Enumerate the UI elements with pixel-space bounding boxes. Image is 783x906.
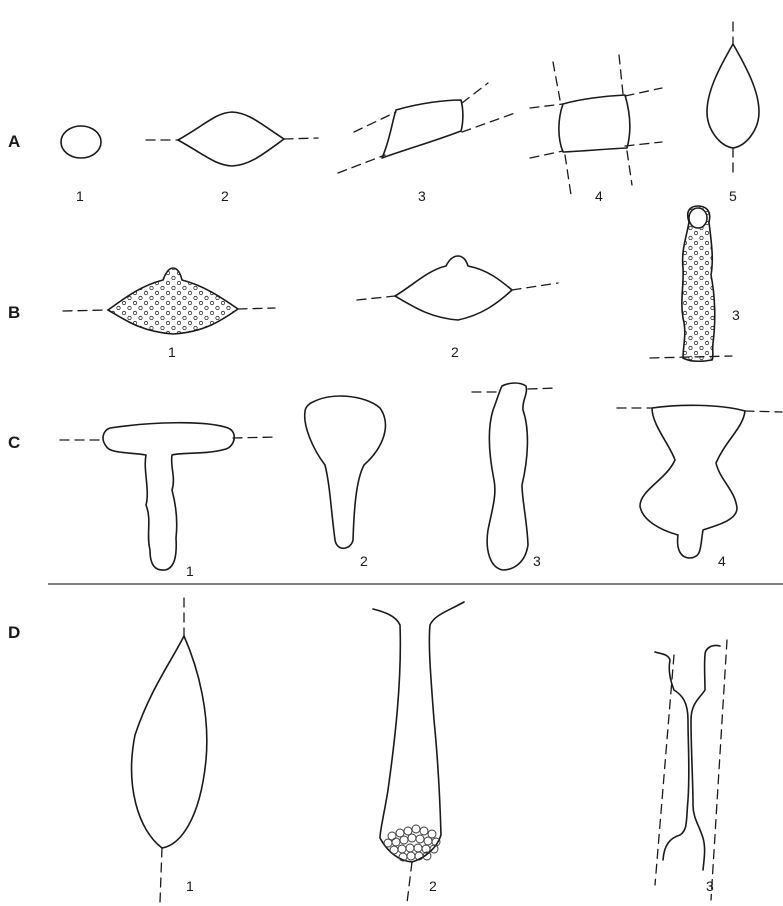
label-c3: 3 — [533, 553, 541, 569]
label-c4: 4 — [718, 553, 726, 569]
row-d-shapes — [132, 598, 727, 903]
row-a-shapes — [61, 22, 759, 195]
granules — [384, 825, 440, 861]
label-a5: 5 — [729, 188, 737, 204]
shape-a5 — [707, 22, 759, 175]
label-d3: 3 — [706, 878, 714, 894]
shape-a4 — [530, 55, 662, 195]
shape-c3 — [472, 383, 557, 570]
row-b-shapes — [63, 206, 732, 361]
row-label-a: A — [8, 132, 20, 151]
shape-b3 — [650, 206, 732, 361]
shape-a3 — [338, 83, 515, 173]
row-label-b: B — [8, 303, 20, 322]
label-a2: 2 — [221, 188, 229, 204]
label-b3: 3 — [732, 307, 740, 323]
shape-a2 — [146, 112, 318, 166]
label-b1: 1 — [168, 344, 176, 360]
shape-c2 — [305, 396, 386, 548]
shape-d3 — [655, 640, 727, 900]
label-d2: 2 — [429, 878, 437, 894]
label-d1: 1 — [186, 878, 194, 894]
label-a3: 3 — [418, 188, 426, 204]
shape-b1 — [63, 268, 275, 334]
row-c-shapes — [60, 383, 782, 570]
label-b2: 2 — [451, 344, 459, 360]
label-c2: 2 — [360, 553, 368, 569]
shape-d2 — [373, 602, 464, 903]
shape-c1 — [60, 423, 277, 570]
shape-c4 — [617, 405, 782, 558]
shape-d1 — [132, 598, 207, 902]
row-label-d: D — [8, 623, 20, 642]
label-c1: 1 — [186, 563, 194, 579]
label-a1: 1 — [76, 188, 84, 204]
shape-a1 — [61, 126, 101, 158]
row-label-c: C — [8, 433, 20, 452]
shape-b2 — [357, 256, 558, 320]
label-a4: 4 — [595, 188, 603, 204]
